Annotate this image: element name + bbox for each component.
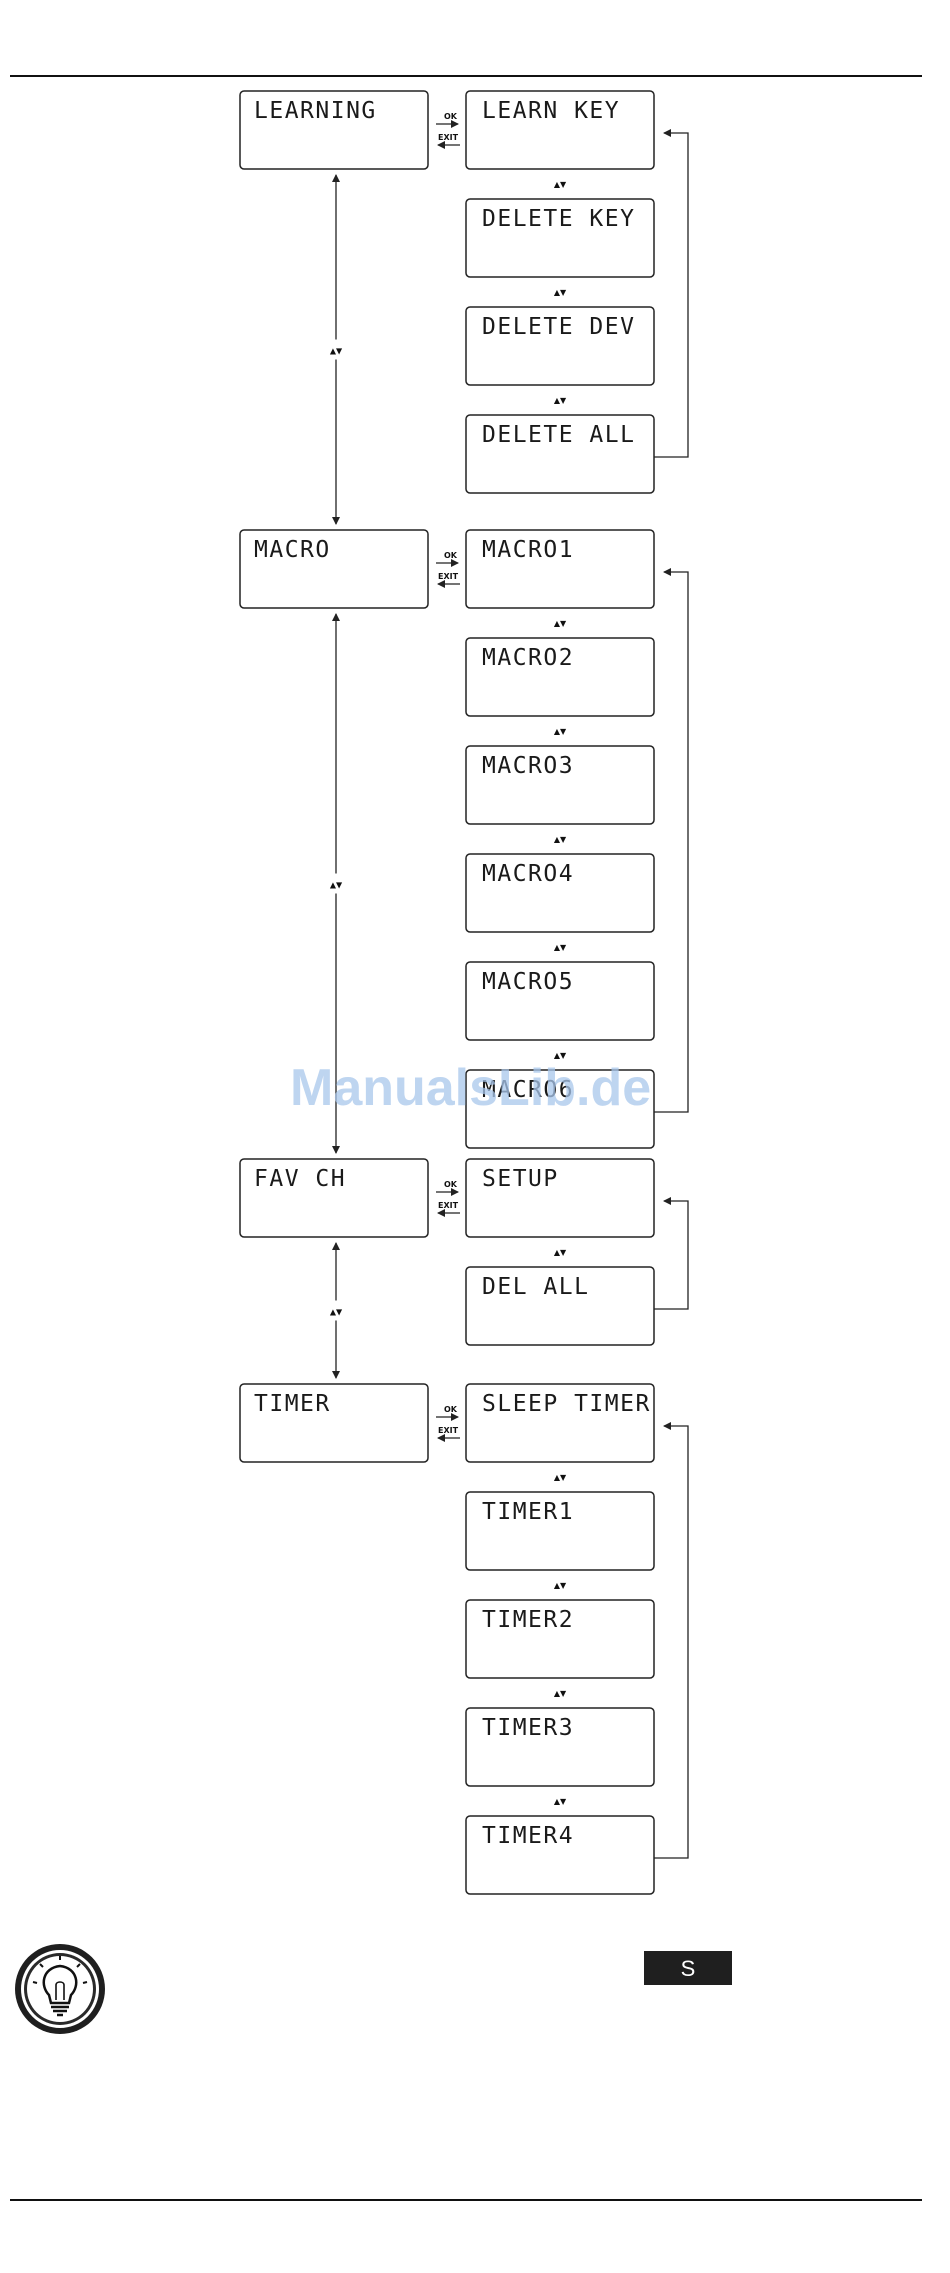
loop-back-arrow	[654, 1426, 688, 1858]
updown-keys-label: ▲▼	[554, 943, 567, 952]
updown-keys-label: ▲▼	[554, 619, 567, 628]
submenu-label: DEL ALL	[482, 1274, 589, 1300]
exit-key-label: EXIT	[438, 1201, 459, 1210]
submenu-label: MACRO5	[482, 969, 574, 995]
ok-key-label: OK	[444, 1180, 458, 1189]
menu-label-macro: MACRO	[254, 537, 331, 563]
lightbulb-icon	[15, 1944, 105, 2034]
menu-label-learning: LEARNING	[254, 98, 377, 124]
ok-key-label: OK	[444, 551, 458, 560]
submenu-label: SETUP	[482, 1166, 559, 1192]
submenu-label: MACRO2	[482, 645, 574, 671]
submenu-label: DELETE ALL	[482, 422, 635, 448]
updown-keys-label: ▲▼	[554, 1581, 567, 1590]
menu-label-timer: TIMER	[254, 1391, 331, 1417]
submenu-label: MACRO1	[482, 537, 574, 563]
updown-keys-label: ▲▼	[554, 180, 567, 189]
updown-keys-label: ▲▼	[330, 881, 343, 890]
loop-back-arrow	[654, 133, 688, 457]
updown-keys-label: ▲▼	[554, 1797, 567, 1806]
submenu-label: MACRO4	[482, 861, 574, 887]
submenu-label: TIMER1	[482, 1499, 574, 1525]
updown-keys-label: ▲▼	[554, 727, 567, 736]
submenu-label: TIMER3	[482, 1715, 574, 1741]
updown-keys-label: ▲▼	[554, 288, 567, 297]
loop-back-arrow	[654, 1201, 688, 1309]
exit-key-label: EXIT	[438, 1426, 459, 1435]
submenu-label: DELETE DEV	[482, 314, 635, 340]
s-badge: S	[644, 1951, 732, 1985]
submenu-label: LEARN KEY	[482, 98, 620, 124]
ok-key-label: OK	[444, 1405, 458, 1414]
exit-key-label: EXIT	[438, 133, 459, 142]
loop-back-arrow	[654, 572, 688, 1112]
exit-key-label: EXIT	[438, 572, 459, 581]
flow-group: LEARNING OK EXIT LEARN KEY ▲▼ DELETE KEY ▲▼ DEL…	[240, 91, 688, 1894]
updown-keys-label: ▲▼	[554, 1473, 567, 1482]
submenu-label: TIMER4	[482, 1823, 574, 1849]
submenu-label: SLEEP TIMER	[482, 1391, 651, 1417]
submenu-label: DELETE KEY	[482, 206, 635, 232]
updown-keys-label: ▲▼	[330, 347, 343, 356]
ok-key-label: OK	[444, 112, 458, 121]
submenu-label: TIMER2	[482, 1607, 574, 1633]
updown-keys-label: ▲▼	[554, 1689, 567, 1698]
submenu-label: MACRO3	[482, 753, 574, 779]
updown-keys-label: ▲▼	[330, 1308, 343, 1317]
updown-keys-label: ▲▼	[554, 396, 567, 405]
s-badge-label: S	[681, 1956, 696, 1981]
menu-label-fav-ch: FAV CH	[254, 1166, 346, 1192]
updown-keys-label: ▲▼	[554, 835, 567, 844]
watermark: ManualsLib.de	[290, 1059, 651, 1117]
updown-keys-label: ▲▼	[554, 1248, 567, 1257]
